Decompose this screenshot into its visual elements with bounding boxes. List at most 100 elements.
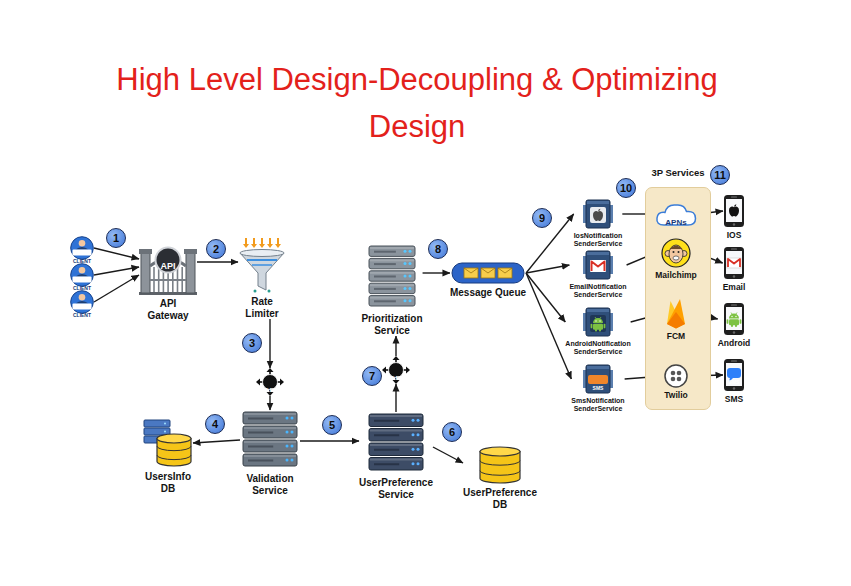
icon-path [729,314,739,319]
icon-circle [268,290,271,293]
icon-text-holder: CLIENT [70,304,94,320]
client-node: CLIENT [70,290,94,314]
icon-rect [374,251,396,253]
node-icon [664,364,688,388]
icon-text: LB [392,375,400,381]
queue-node: Message Queue [450,262,526,299]
icon-circle [404,262,407,265]
icon-rect [731,324,733,327]
icon-rect [374,434,399,436]
icon-rect [591,324,593,329]
icon-rect [452,263,524,283]
node-icon: CLIENT [70,263,94,287]
node-icon: CLIENT [70,290,94,314]
icon-rect [244,413,296,415]
icon-rect [586,365,610,393]
icon-circle [665,365,687,387]
arrow-connector [94,275,139,302]
node-icon [723,246,745,280]
icon-circle [733,275,735,277]
icon-rect [587,309,609,312]
icon-polygon [267,244,273,248]
icon-line [247,259,277,261]
service-node: Prioritization Service [361,244,422,336]
icon-ellipse [480,447,520,456]
callout-circle: 7 [362,366,382,386]
callout-number: 1 [113,233,119,244]
icon-text: APNs [665,218,686,227]
node-label: UserPreference DB [463,487,537,510]
icon-circle [254,290,257,293]
icon-circle [671,377,676,382]
callout-circle: 4 [205,414,225,434]
node-icon [583,307,613,337]
node-icon-graphic [723,302,745,336]
node-icon-graphic [70,290,94,314]
callout-number: 6 [449,427,455,438]
icon-rect [731,361,737,362]
icon-text-holder: SMS [583,377,613,393]
icon-circle [291,459,294,462]
node-icon [240,410,300,470]
icon-rect [374,288,396,290]
provider-node: FCM [664,297,688,342]
icon-circle [286,445,289,448]
icon-rect [369,258,415,268]
icon-circle [164,423,166,425]
node-label: Validation Service [246,473,293,496]
device-node: Email [723,246,746,293]
node-icon-graphic [664,364,688,388]
icon-rect [374,276,396,278]
icon-rect [727,319,729,324]
icon-rect [727,258,741,268]
icon-line [150,279,186,281]
icon-rect [604,324,606,329]
icon-circle [733,331,735,333]
node-label: FCM [667,332,685,342]
icon-polygon [406,367,410,374]
icon-polygon [393,356,400,360]
callout-circle: 9 [532,208,552,228]
database-node: UserPreference DB [463,446,537,510]
diagram-title: High Level Design-Decoupling & Optimizin… [70,56,765,150]
callout-circle: 6 [442,422,462,442]
node-icon-graphic [366,244,418,310]
icon-path [592,262,605,272]
icon-rect [369,283,415,293]
icon-circle [731,316,732,317]
icon-circle [733,387,735,389]
icon-rect [370,247,414,249]
node-icon-graphic [723,358,745,392]
icon-text: CLIENT [73,258,91,264]
icon-circle [412,419,415,422]
gateway-node: APIAPI Gateway [139,240,197,321]
icon-rect [726,199,742,222]
icon-path [76,301,89,304]
icon-rect [369,246,415,256]
icon-circle [409,250,412,253]
icon-circle [79,267,86,274]
callout-number: 3 [249,338,255,349]
icon-rect [369,414,423,427]
icon-ellipse [240,250,284,257]
provider-node: APNs [654,200,698,228]
node-icon [664,297,688,329]
callout-circle: 3 [242,333,262,353]
icon-rect [588,375,608,384]
node-icon [723,302,745,336]
client-node: CLIENT [70,236,94,260]
callout-number: 9 [539,213,545,224]
icon-circle [599,320,600,321]
icon-text-holder: LB [382,367,410,383]
callout-circle: 2 [206,239,226,259]
icon-g [593,209,603,221]
icon-circle [678,251,680,253]
node-label: IOS [727,231,742,241]
callout-circle: 10 [616,178,636,198]
arrow-connector [526,273,571,379]
icon-text-holder: API [139,256,197,272]
icon-rect [370,444,422,446]
callout-circle: 11 [710,165,730,185]
node-icon-graphic [366,412,426,474]
arrow-connector [94,267,139,275]
